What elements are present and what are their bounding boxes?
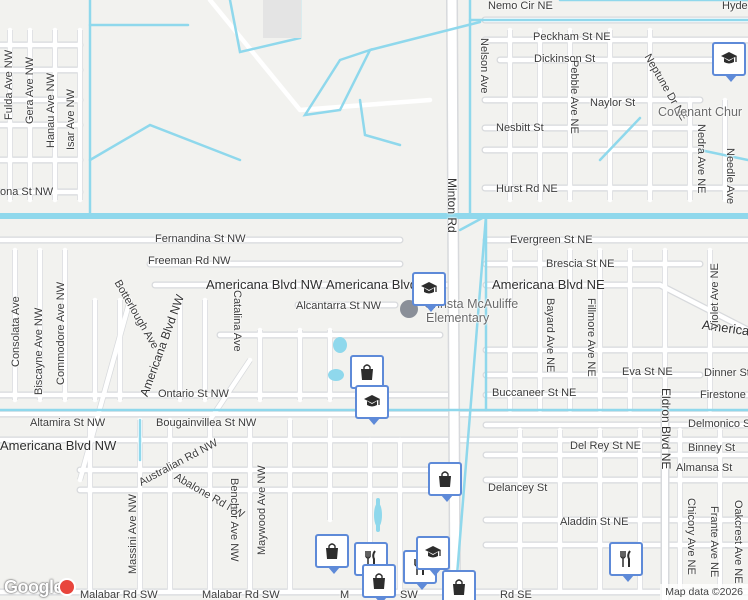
- street-label-malabar-3: M: [340, 589, 350, 600]
- street-label-del-rey: Del Rey St NE: [570, 440, 641, 452]
- street-label-fillmore: Fillmore Ave NE: [585, 298, 597, 377]
- street-label-americana-nw-1: Americana Blvd NW: [206, 277, 323, 292]
- map-marker-shopping-1[interactable]: [350, 355, 384, 395]
- map-marker-shopping-4[interactable]: [362, 564, 396, 600]
- street-label-ontario: Ontario St NW: [158, 388, 229, 400]
- street-label-ona: ona St NW: [0, 186, 54, 198]
- street-label-americana-nw-2: Americana Blvd: [326, 277, 418, 292]
- map-marker-shopping-3[interactable]: [315, 534, 349, 574]
- map-marker-shopping-2[interactable]: [428, 462, 462, 502]
- restaurant-icon: [365, 550, 376, 567]
- map-marker-school-4[interactable]: [416, 536, 450, 576]
- street-label-massini: Massini Ave NW: [127, 494, 139, 574]
- street-label-eldron: Eldron Blvd NE: [659, 388, 673, 470]
- street-label-evergreen: Evergreen St NE: [510, 234, 593, 246]
- poi-label-covenant-church[interactable]: Covenant Chur: [658, 105, 743, 119]
- street-label-catalina: Catalina Ave: [231, 290, 243, 352]
- poi-label-school-line1[interactable]: Christa McAuliffe: [424, 297, 519, 311]
- street-label-hurst: Hurst Rd NE: [496, 183, 558, 195]
- street-label-dinner: Dinner St: [704, 367, 748, 379]
- street-label-alcantarra: Alcantarra St NW: [296, 300, 381, 312]
- shopping-bag-icon: [439, 471, 451, 487]
- street-label-bougainvillea: Bougainvillea St NW: [156, 417, 257, 429]
- google-logo[interactable]: Google: [4, 577, 64, 597]
- street-label-fulda: Fulda Ave NW: [3, 49, 15, 120]
- street-label-americana-ne: Americana Blvd NE: [492, 277, 605, 292]
- street-label-biscayne: Biscayne Ave NW: [33, 307, 45, 395]
- street-label-malabar-1: Malabar Rd SW: [80, 589, 158, 600]
- street-label-benchor: Benchor Ave NW: [228, 478, 240, 562]
- street-label-violet: Violet Ave NE: [709, 263, 721, 330]
- street-label-gera: Gera Ave NW: [24, 56, 36, 124]
- map-marker-restaurant-3[interactable]: [609, 542, 643, 582]
- street-label-commodore: Commodore Ave NW: [55, 281, 67, 385]
- street-label-malabar-4: SW: [400, 589, 418, 600]
- street-label-hanau: Hanau Ave NW: [45, 72, 57, 148]
- school-icon: [364, 395, 380, 407]
- street-label-delancey: Delancey St: [488, 482, 548, 494]
- street-label-minton: Minton Rd: [445, 178, 459, 233]
- street-label-delmonico: Delmonico St: [688, 418, 748, 430]
- street-label-fernandina: Fernandina St NW: [155, 233, 246, 245]
- shopping-bag-icon: [453, 579, 465, 595]
- restaurant-icon: [620, 550, 631, 567]
- school-icon: [421, 282, 437, 294]
- street-label-chicory: Chicory Ave NE: [685, 498, 697, 575]
- street-label-buccaneer: Buccaneer St NE: [492, 387, 577, 399]
- street-label-naylor: Naylor St: [590, 97, 636, 109]
- street-label-needle: Needle Ave: [724, 148, 736, 205]
- street-label-firestone: Firestone: [700, 389, 746, 401]
- map-marker-school-2[interactable]: [412, 272, 446, 312]
- street-label-consolata: Consolata Ave: [10, 296, 22, 367]
- street-label-brescia: Brescia St NE: [546, 258, 615, 270]
- street-label-oakcrest: Oakcrest Ave NE: [732, 500, 744, 584]
- street-label-nemo-cir: Nemo Cir NE: [488, 0, 553, 12]
- street-label-maywood: Maywood Ave NW: [256, 465, 268, 555]
- street-label-aladdin: Aladdin St NE: [560, 516, 629, 528]
- street-label-peckham: Peckham St NE: [533, 31, 611, 43]
- street-label-malabar-2: Malabar Rd SW: [202, 589, 280, 600]
- street-label-frante: Frante Ave NE: [708, 506, 720, 578]
- pegman-dot-icon[interactable]: [58, 578, 76, 596]
- shopping-bag-icon: [326, 543, 338, 559]
- street-label-americana-w: Americana Blvd NW: [0, 438, 117, 453]
- street-label-binney: Binney St: [688, 442, 736, 454]
- street-label-nelson: Nelson Ave: [478, 38, 490, 94]
- map-marker-shopping-5[interactable]: [442, 570, 476, 600]
- street-label-isar: Isar Ave NW: [65, 89, 77, 150]
- school-icon: [721, 52, 737, 64]
- school-icon: [425, 546, 441, 558]
- street-label-nesbitt: Nesbitt St: [496, 122, 544, 134]
- shopping-bag-icon: [373, 573, 385, 589]
- street-label-hyde: Hyde: [722, 0, 748, 12]
- street-label-pebble: Pebble Ave NE: [568, 60, 580, 134]
- street-label-freeman: Freeman Rd NW: [148, 255, 231, 267]
- poi-label-school-line2[interactable]: Elementary: [426, 311, 490, 325]
- street-label-eva: Eva St NE: [622, 366, 673, 378]
- street-label-altamira: Altamira St NW: [30, 417, 106, 429]
- street-label-nedra: Nedra Ave NE: [695, 124, 707, 194]
- street-label-almansa: Almansa St: [676, 462, 733, 474]
- map-marker-school-1[interactable]: [712, 42, 746, 82]
- street-label-bayard: Bayard Ave NE: [544, 298, 556, 373]
- map-marker-school-3[interactable]: [355, 385, 389, 425]
- map-attribution[interactable]: Map data ©2026: [660, 584, 748, 600]
- shopping-bag-icon: [361, 364, 373, 380]
- street-label-malabar-5: Rd SE: [500, 589, 532, 600]
- street-label-dickinson: Dickinson St: [534, 53, 596, 65]
